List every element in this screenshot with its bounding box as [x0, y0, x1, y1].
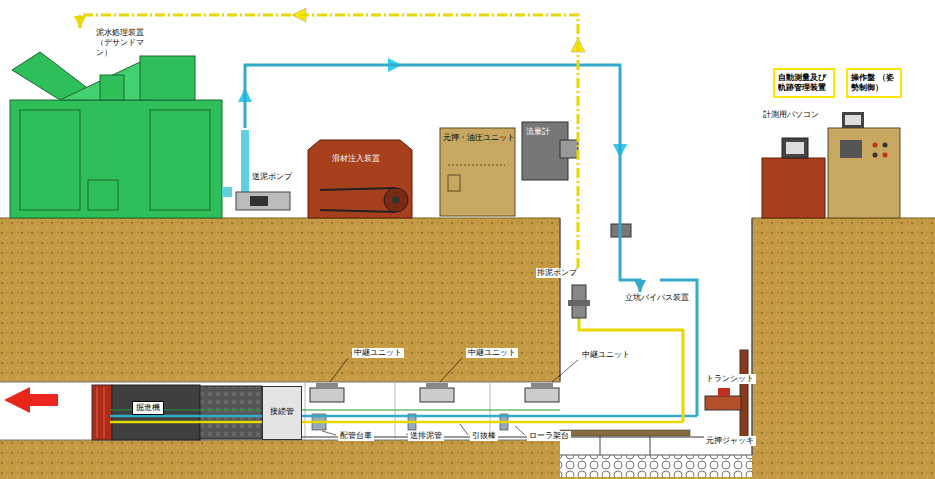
hydraulic-unit: 元押・油圧ユニット — [440, 128, 518, 216]
node-text: 元押・油圧ユニット — [443, 133, 515, 142]
node-text: 立坑バイパス装置 — [624, 293, 690, 303]
node-text: 流量計 — [526, 127, 550, 137]
node-text: 掘進機 — [132, 401, 164, 415]
tunnel-machine: 掘進機 — [92, 385, 202, 440]
flow-meter: 流量計 — [522, 122, 568, 180]
part-label: 中継ユニット — [352, 348, 404, 358]
discharge-pump: 排泥ポンプ — [536, 268, 592, 320]
node-text: 自動測量及び 軌跡管理装置 — [778, 73, 832, 93]
node-text: 滑材注入装置 — [332, 154, 380, 164]
node-text: 泥水処理装置 （デサンドマン） — [96, 28, 158, 58]
flow-line — [222, 187, 232, 197]
flow-line — [80, 15, 578, 268]
flow-line — [245, 65, 640, 292]
part-label: 中継ユニット — [466, 348, 518, 358]
part-label: 配管台車 — [338, 431, 374, 441]
slurry-plant: 泥水処理装置 （デサンドマン） — [10, 28, 222, 218]
part-label: トランシット — [704, 374, 756, 384]
part-label: 中継ユニット — [580, 350, 632, 360]
survey-box: 自動測量及び 軌跡管理装置 — [773, 68, 835, 98]
control-box: 操作盤 （姿勢制御） — [846, 68, 902, 98]
part-label: 元押ジャッキ — [704, 436, 756, 446]
part-label: ローラ架台 — [527, 431, 571, 441]
lubricant-injector: 滑材注入装置 — [308, 140, 412, 218]
node-text: 計測用パソコン — [762, 110, 820, 120]
part-label: 送排泥管 — [408, 431, 444, 441]
part-label: 引抜棒 — [470, 431, 498, 441]
node-text: 送泥ポンプ — [252, 172, 292, 182]
connecting-pipe: 接続管 — [262, 386, 302, 440]
bypass-device: 立坑バイパス装置 — [622, 292, 693, 306]
node-text: 排泥ポンプ — [536, 268, 578, 278]
pc-cabinet: 計測用パソコン — [760, 110, 828, 218]
node-text: 接続管 — [270, 407, 294, 417]
feed-pump: 送泥ポンプ — [232, 128, 295, 218]
node-text: 操作盤 （姿勢制御） — [851, 73, 899, 93]
